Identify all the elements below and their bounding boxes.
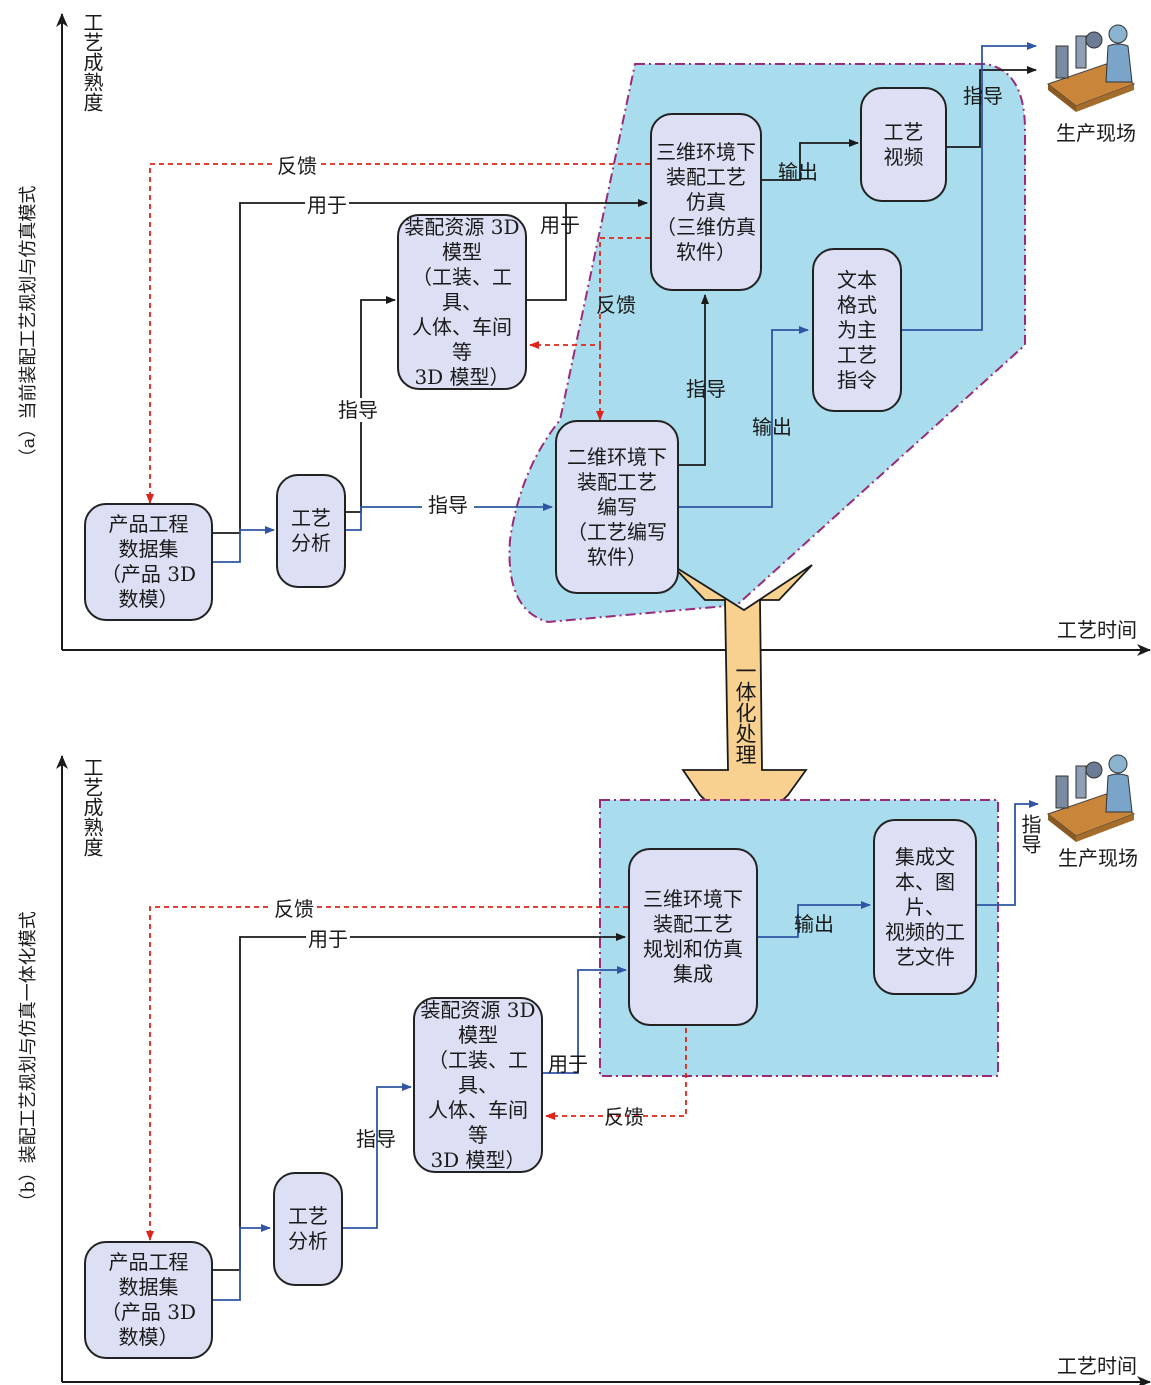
integration-label: 一体化处理 (732, 660, 756, 765)
x-axis-label-a: 工艺时间 (1057, 618, 1137, 642)
label-site-a: 生产现场 (1056, 121, 1136, 145)
label-output-b: 输出 (794, 912, 834, 936)
box-video-a: 工艺 视频 (860, 87, 947, 202)
label-feedback-bottom-b: 反馈 (604, 1105, 644, 1129)
label-feedback-top-b: 反馈 (272, 897, 316, 921)
box-text-instruction-a: 文本 格式 为主 工艺 指令 (812, 248, 902, 412)
box-analysis-a: 工艺 分析 (276, 474, 346, 588)
box-product-a: 产品工程 数据集 （产品 3D 数模） (84, 503, 213, 621)
panel-b-title: （b）装配工艺规划与仿真一体化模式 (14, 891, 40, 1231)
box-document-b: 集成文 本、图片、 视频的工 艺文件 (873, 819, 977, 995)
label-guide-right-a: 指导 (963, 84, 1003, 108)
production-site-icon (1048, 25, 1134, 112)
box-resource-a: 装配资源 3D 模型 （工装、工具、 人体、车间等 3D 模型） (397, 214, 527, 390)
label-used-for-top-a: 用于 (305, 193, 349, 217)
production-site-icon (1048, 755, 1134, 842)
y-axis-label-b: 工艺成熟度 (80, 757, 102, 857)
x-axis-label-b: 工艺时间 (1057, 1354, 1137, 1378)
label-used-for-mid-b: 用于 (548, 1052, 588, 1076)
box-resource-b: 装配资源 3D 模型 （工装、工具、 人体、车间等 3D 模型） (413, 997, 543, 1173)
label-guide-left-b: 指导 (356, 1127, 396, 1151)
box-integrated-b: 三维环境下 装配工艺 规划和仿真 集成 (628, 848, 758, 1026)
box-sim3d-a: 三维环境下 装配工艺 仿真 （三维仿真 软件） (650, 113, 762, 291)
box-analysis-b: 工艺 分析 (273, 1172, 343, 1286)
label-site-b: 生产现场 (1058, 846, 1138, 870)
label-used-for-mid-a: 用于 (540, 213, 580, 237)
label-guide-mid-a: 指导 (422, 493, 474, 517)
label-guide-right-b: 指导 (1018, 814, 1040, 854)
label-used-for-top-b: 用于 (306, 927, 350, 951)
label-feedback-mid-a: 反馈 (596, 293, 636, 317)
label-output-top-a: 输出 (778, 160, 818, 184)
label-guide-up-a: 指导 (686, 377, 726, 401)
label-guide-left-a: 指导 (338, 398, 378, 422)
label-feedback-top-a: 反馈 (275, 154, 319, 178)
box-product-b: 产品工程 数据集 （产品 3D 数模） (84, 1241, 213, 1359)
label-output-mid-a: 输出 (752, 415, 792, 439)
panel-a-title: （a）当前装配工艺规划与仿真模式 (14, 166, 40, 486)
box-write2d-a: 二维环境下 装配工艺 编写 （工艺编写 软件） (555, 420, 679, 594)
y-axis-label-a: 工艺成熟度 (80, 12, 102, 112)
